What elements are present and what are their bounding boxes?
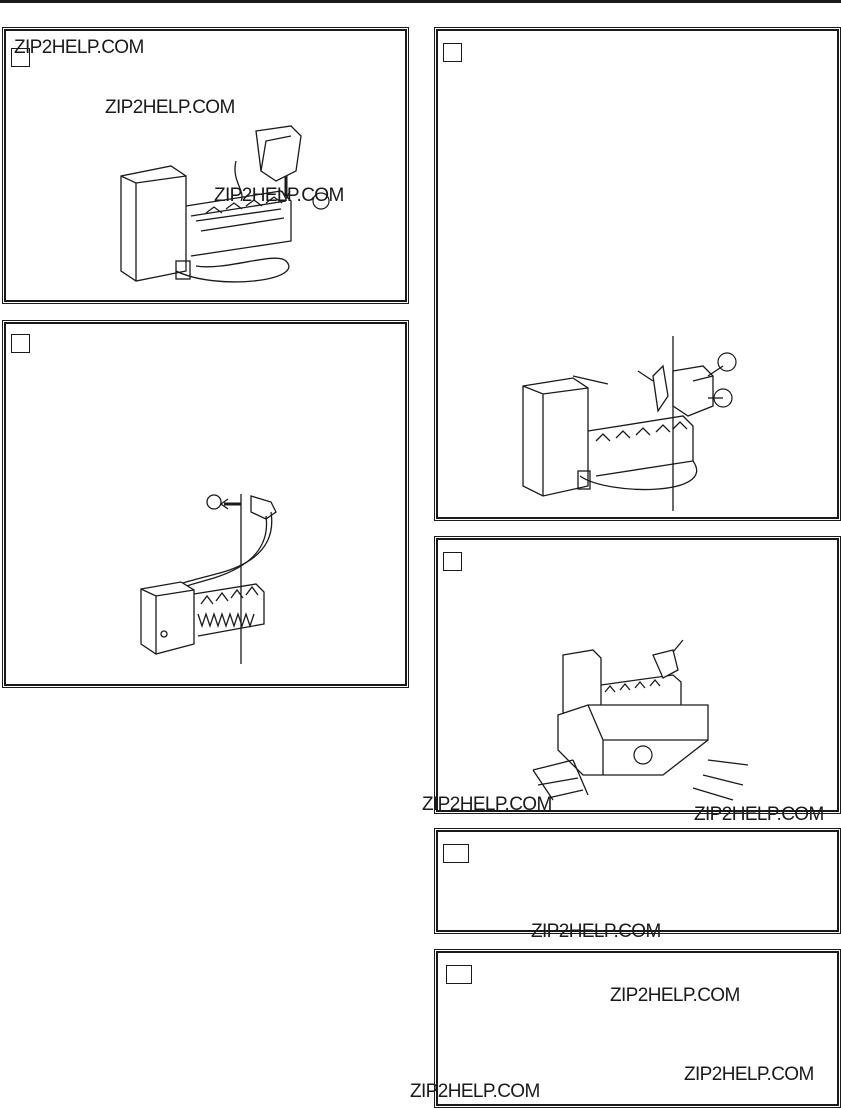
watermark: ZIP2HELP.COM bbox=[531, 921, 661, 942]
callout-circle-a bbox=[717, 352, 737, 372]
callout-circle-b bbox=[713, 388, 733, 408]
icemaker-mounting-side-view-illustration bbox=[522, 336, 724, 511]
instruction-panel-6 bbox=[434, 949, 841, 1108]
step-number-box bbox=[443, 844, 469, 863]
instruction-panel-1 bbox=[2, 27, 409, 304]
watermark: ZIP2HELP.COM bbox=[214, 185, 344, 206]
icemaker-install-with-cover-illustration bbox=[120, 125, 330, 283]
step-number-box bbox=[443, 43, 462, 62]
watermark: ZIP2HELP.COM bbox=[684, 1064, 814, 1085]
watermark: ZIP2HELP.COM bbox=[14, 37, 144, 58]
top-rule bbox=[0, 0, 841, 3]
icemaker-with-ice-bucket-on-shelf-illustration bbox=[532, 639, 749, 801]
step-number-box bbox=[446, 965, 472, 984]
watermark: ZIP2HELP.COM bbox=[694, 804, 824, 825]
icemaker-wire-harness-connect-illustration bbox=[140, 494, 277, 664]
instruction-panel-2 bbox=[2, 320, 409, 688]
step-number-box bbox=[11, 334, 30, 353]
watermark: ZIP2HELP.COM bbox=[105, 97, 235, 118]
step-number-box bbox=[11, 48, 30, 67]
watermark: ZIP2HELP.COM bbox=[422, 794, 552, 815]
watermark: ZIP2HELP.COM bbox=[610, 985, 740, 1006]
step-number-box bbox=[443, 552, 462, 571]
instruction-panel-4 bbox=[434, 536, 841, 814]
instruction-panel-3 bbox=[434, 27, 841, 521]
instruction-panel-5 bbox=[434, 828, 841, 934]
watermark: ZIP2HELP.COM bbox=[410, 1081, 540, 1102]
